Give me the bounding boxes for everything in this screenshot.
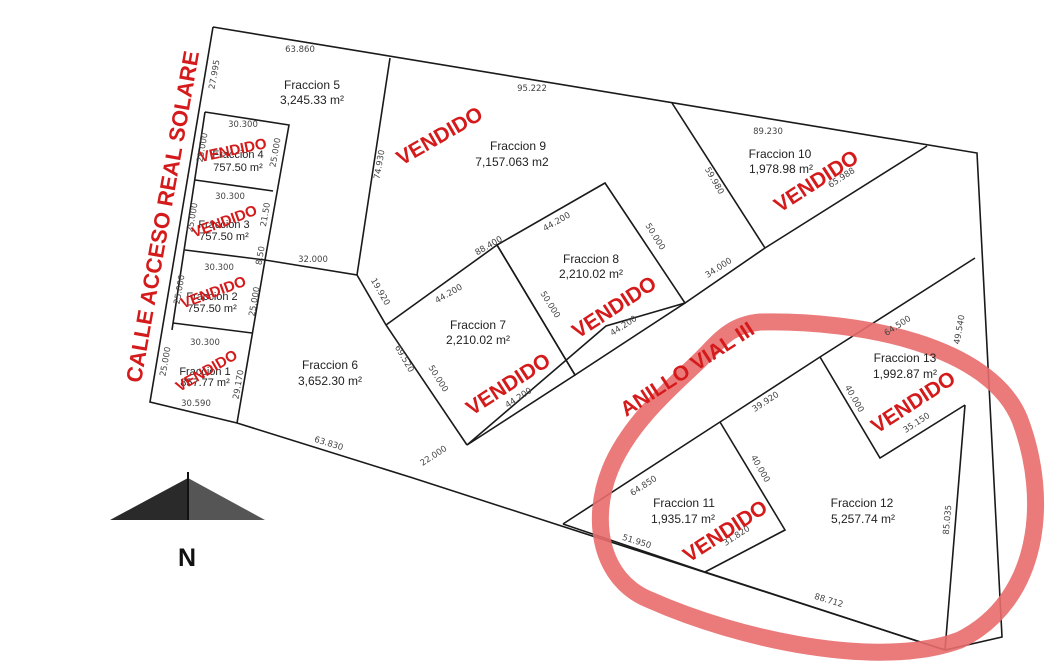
f7-area: 2,210.02 m²: [446, 333, 510, 347]
f11-name: Fraccion 11: [653, 496, 715, 510]
dimension-label: 30.300: [190, 338, 220, 348]
f9-name: Fraccion 9: [490, 139, 546, 153]
dimension-label: 39.920: [751, 390, 781, 415]
east-boundary: [944, 404, 966, 651]
f3-name: Fraccion 3: [198, 219, 249, 231]
highlight-circle: [591, 313, 1044, 661]
lot-labels: Fraccion 5 3,245.33 m² Fraccion 9 7,157.…: [179, 78, 937, 526]
f8-area: 2,210.02 m²: [559, 267, 623, 281]
f5-area: 3,245.33 m²: [280, 93, 344, 107]
divider-f3-f2: [184, 249, 266, 261]
north-arrow-icon: [110, 472, 265, 520]
divider-small-lots: [204, 111, 290, 424]
dimension-label: 30.300: [215, 192, 245, 202]
dimension-label: 88.712: [813, 592, 844, 610]
dimension-label: 19.920: [368, 277, 392, 308]
dimension-label: 30.300: [204, 263, 234, 273]
road-edge-south: [562, 257, 976, 525]
dimension-label: 30.590: [181, 399, 211, 409]
f5-name: Fraccion 5: [284, 78, 340, 92]
dimension-label: 69.520: [392, 344, 416, 375]
divider-f5-f9: [356, 57, 391, 276]
dimension-label: 50.000: [643, 222, 667, 253]
divider-f9-f10: [671, 102, 766, 249]
f11-outline: [704, 421, 787, 573]
dimension-label: 49.540: [953, 314, 968, 345]
dimension-label: 32.000: [298, 255, 328, 265]
dimension-label: 40.000: [748, 454, 772, 485]
dimension-label: 95.222: [517, 84, 547, 94]
dimension-label: 21.50: [259, 202, 273, 228]
dimension-label: 89.230: [753, 127, 783, 137]
f9-area: 7,157.063 m2: [475, 155, 549, 169]
f4-area: 757.50 m²: [213, 162, 263, 174]
f6-name: Fraccion 6: [302, 358, 358, 372]
dimension-label: 30.300: [228, 120, 258, 130]
f8-name: Fraccion 8: [563, 252, 619, 266]
dimension-label: 44.200: [542, 211, 573, 235]
dimension-label: 63.860: [285, 45, 315, 55]
dimension-label: 34.000: [704, 256, 734, 281]
dimension-label: 63.830: [313, 435, 344, 453]
north-label: N: [178, 544, 196, 572]
f4-name: Fraccion 4: [212, 149, 263, 161]
f7-name: Fraccion 7: [450, 318, 506, 332]
f1-name: Fraccion 1: [179, 366, 230, 378]
dimension-label: 25.000: [248, 286, 263, 317]
lot-boundaries: [149, 26, 1003, 651]
dimension-label: 25.000: [159, 346, 174, 377]
dimension-label: 22.000: [419, 444, 449, 469]
divider-f4-f3: [194, 179, 274, 192]
f10-area: 1,978.98 m²: [749, 162, 813, 176]
dimension-label: 44.200: [434, 283, 465, 307]
dimension-label: 27.995: [208, 59, 223, 90]
f12-area: 5,257.74 m²: [831, 512, 895, 526]
f2-name: Fraccion 2: [186, 291, 237, 303]
f6-area: 3,652.30 m²: [298, 374, 362, 388]
f3-area: 757.50 m²: [199, 231, 249, 243]
dimension-label: 85.035: [942, 505, 955, 536]
sold-stamp-f9: VENDIDO: [393, 102, 487, 170]
f13-outline: [819, 356, 966, 460]
f2-area: 757.50 m²: [187, 303, 237, 315]
dimension-label: 8.50: [254, 245, 267, 265]
divider-small-lots-west: [171, 111, 206, 331]
dimension-label: 88.400: [474, 235, 505, 259]
dimension-label: 50.000: [538, 290, 562, 321]
f12-name: Fraccion 12: [831, 496, 894, 510]
f1-area: 857.77 m²: [180, 377, 230, 389]
dimension-label: 25.000: [269, 137, 284, 168]
f7-outline: [385, 243, 577, 446]
divider-f5-f6: [264, 259, 468, 446]
divider-f2-f1: [172, 322, 253, 334]
f10-name: Fraccion 10: [749, 147, 812, 161]
f11-area: 1,935.17 m²: [651, 512, 715, 526]
f13-name: Fraccion 13: [874, 351, 937, 365]
f13-area: 1,992.87 m²: [873, 367, 937, 381]
